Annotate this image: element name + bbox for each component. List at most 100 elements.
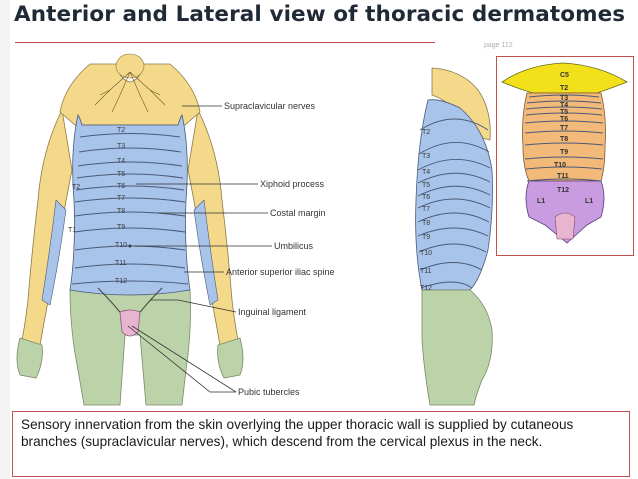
anterior-neck bbox=[115, 53, 145, 79]
inset-label-t8: T8 bbox=[560, 136, 568, 143]
callout-pubic: Pubic tubercles bbox=[238, 387, 300, 397]
inset-band-t6 bbox=[524, 120, 604, 124]
lateral-figure: T2 T3 T4 T5 T6 T7 T8 T9 T10 T11 T12 bbox=[415, 67, 493, 406]
lateral-band-t10 bbox=[418, 243, 487, 253]
callout-line-pubic bbox=[131, 325, 237, 393]
lateral-band-t4 bbox=[417, 159, 491, 171]
anterior-side-label-t2: T2 bbox=[72, 184, 80, 191]
anterior-band-t6 bbox=[75, 185, 185, 191]
callout-line-inguinal bbox=[150, 299, 237, 313]
lateral-label-t9: T9 bbox=[422, 234, 430, 241]
callout-line-pubic-2 bbox=[127, 325, 236, 393]
title-underline bbox=[15, 42, 435, 43]
inset-label-l1-left: L1 bbox=[537, 198, 545, 205]
lateral-band-t6 bbox=[417, 185, 491, 197]
anterior-left-arm bbox=[21, 108, 73, 346]
anterior-band-t9 bbox=[74, 227, 186, 233]
anterior-band-t8 bbox=[74, 211, 186, 217]
callout-costal: Costal margin bbox=[270, 208, 326, 218]
anterior-right-arm bbox=[187, 108, 239, 346]
inset-band-t10 bbox=[525, 166, 603, 170]
inset-label-l1-right: L1 bbox=[585, 198, 593, 205]
inset-panel: C5 T2 T3 T4 T5 T6 T7 T8 T9 T10 T11 T12 L… bbox=[496, 56, 634, 256]
inset-label-t3: T3 bbox=[560, 95, 568, 102]
callout-supraclavicular: Supraclavicular nerves bbox=[224, 101, 316, 111]
callouts: Supraclavicular nerves Xiphoid process C… bbox=[127, 101, 335, 397]
anterior-left-hand bbox=[16, 337, 43, 379]
caption-box: Sensory innervation from the skin overly… bbox=[12, 411, 630, 477]
anterior-label-t2: T2 bbox=[117, 127, 125, 134]
lateral-band-t5 bbox=[417, 172, 491, 184]
anterior-band-t12 bbox=[71, 280, 189, 285]
inset-band-t2 bbox=[528, 94, 600, 98]
anterior-legs bbox=[69, 289, 191, 406]
anterior-label-t11: T11 bbox=[115, 260, 127, 267]
inset-dermatome-diagram: C5 T2 T3 T4 T5 T6 T7 T8 T9 T10 T11 T12 L… bbox=[501, 62, 628, 244]
lateral-band-t11 bbox=[419, 262, 483, 271]
inset-label-t2: T2 bbox=[560, 85, 568, 92]
inset-label-t5: T5 bbox=[560, 109, 568, 116]
lateral-torso bbox=[415, 99, 493, 291]
inset-band-t5 bbox=[525, 112, 603, 116]
anterior-figure: T2 T3 T4 T5 T6 T7 T8 T9 T10 T11 T12 T2 T… bbox=[16, 53, 244, 406]
inset-region-sacral bbox=[554, 212, 576, 240]
lateral-label-t3: T3 bbox=[422, 153, 430, 160]
lateral-label-t4: T4 bbox=[422, 169, 430, 176]
inset-band-t9 bbox=[524, 156, 604, 160]
anterior-label-t5: T5 bbox=[117, 171, 125, 178]
inset-band-t4 bbox=[525, 106, 603, 110]
callout-inguinal: Inguinal ligament bbox=[238, 307, 307, 317]
inset-label-t7: T7 bbox=[560, 125, 568, 132]
lateral-band-t7 bbox=[417, 198, 491, 209]
inset-band-t7 bbox=[524, 130, 604, 134]
lateral-label-t8: T8 bbox=[422, 220, 430, 227]
lateral-band-t3 bbox=[418, 142, 490, 155]
supraclavicular-nerve-lines bbox=[94, 71, 166, 113]
anterior-label-t12: T12 bbox=[115, 278, 127, 285]
anterior-label-t7: T7 bbox=[117, 195, 125, 202]
inset-label-t10: T10 bbox=[554, 162, 566, 169]
anterior-label-t9: T9 bbox=[117, 224, 125, 231]
inset-band-t8 bbox=[524, 142, 604, 146]
lateral-band-t2 bbox=[419, 118, 489, 131]
anterior-label-t3: T3 bbox=[117, 143, 125, 150]
anterior-shoulders bbox=[59, 63, 201, 126]
lateral-label-t11: T11 bbox=[420, 268, 432, 275]
anterior-right-forearm bbox=[193, 199, 219, 306]
inset-band-t3 bbox=[526, 100, 602, 104]
anterior-label-t10: T10 bbox=[115, 242, 127, 249]
anterior-side-label-t1: T1 bbox=[68, 227, 76, 234]
anterior-pubic-region bbox=[119, 309, 141, 337]
inset-region-lumbar bbox=[525, 180, 605, 244]
left-edge-strip bbox=[0, 0, 10, 479]
inset-label-t11: T11 bbox=[557, 173, 569, 180]
anterior-band-t4 bbox=[77, 161, 183, 167]
inset-label-t9: T9 bbox=[560, 149, 568, 156]
lateral-label-t2: T2 bbox=[422, 129, 430, 136]
lateral-label-t6: T6 bbox=[422, 194, 430, 201]
anterior-band-t2 bbox=[79, 133, 181, 138]
anterior-label-t8: T8 bbox=[117, 208, 125, 215]
lateral-band-t8 bbox=[417, 212, 490, 223]
inset-label-c5: C5 bbox=[560, 72, 569, 79]
callout-asis: Anterior superior iliac spine bbox=[226, 267, 335, 277]
inset-region-c5 bbox=[501, 62, 628, 94]
anterior-label-t4: T4 bbox=[117, 158, 125, 165]
page-reference: page 112 bbox=[484, 42, 513, 49]
lateral-label-t7: T7 bbox=[422, 206, 430, 213]
callout-umbilicus: Umbilicus bbox=[274, 241, 314, 251]
inset-band-t11 bbox=[526, 178, 602, 182]
lateral-band-t12 bbox=[420, 281, 473, 289]
anterior-band-t5 bbox=[76, 173, 184, 179]
lateral-label-t5: T5 bbox=[422, 182, 430, 189]
anterior-right-hand bbox=[217, 337, 244, 379]
anterior-torso bbox=[69, 114, 191, 296]
lateral-label-t12: T12 bbox=[420, 285, 432, 292]
slide-title: Anterior and Lateral view of thoracic de… bbox=[14, 2, 626, 27]
anterior-umbilicus-dot bbox=[128, 244, 132, 248]
anterior-band-t3 bbox=[78, 147, 182, 153]
caption-text: Sensory innervation from the skin overly… bbox=[21, 417, 574, 449]
callout-xiphoid: Xiphoid process bbox=[260, 179, 325, 189]
lateral-label-t10: T10 bbox=[420, 250, 432, 257]
